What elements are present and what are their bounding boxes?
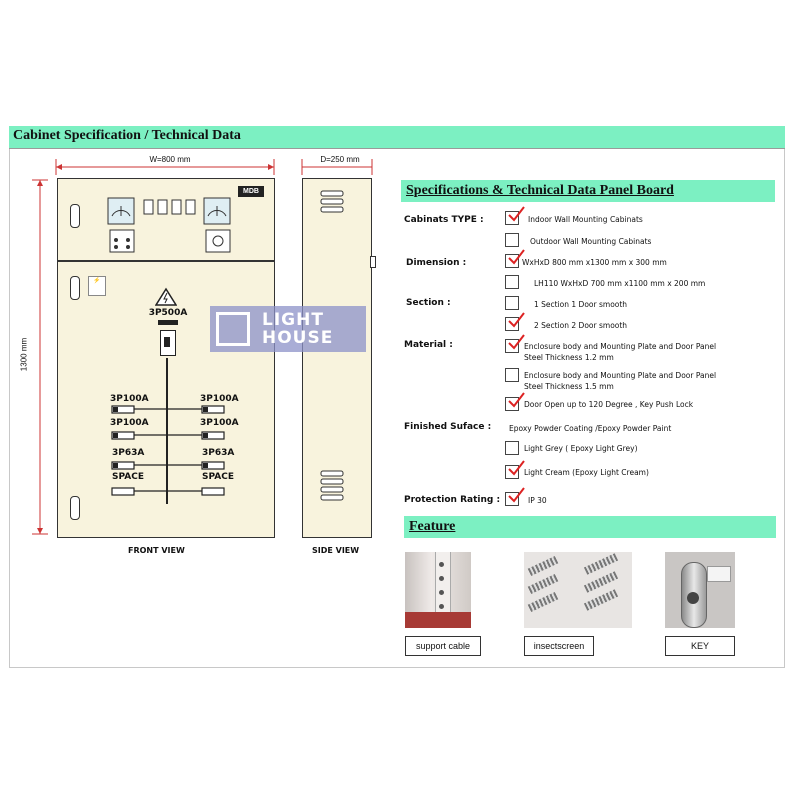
feature-title: Feature (409, 519, 456, 534)
material-label: Material : (404, 340, 453, 350)
option-outdoor: Outdoor Wall Mounting Cabinats (530, 237, 652, 246)
width-dimension-line (55, 159, 275, 175)
check-mark-icon (508, 206, 525, 222)
option-door: Door Open up to 120 Degree , Key Push Lo… (524, 400, 694, 409)
option-protection: IP 30 (528, 496, 547, 505)
breaker-label-right: 3P100A (200, 394, 239, 404)
option-finish2: Light Cream (Epoxy Light Cream) (524, 468, 649, 477)
door-lock-icon (70, 204, 80, 228)
option-material2-line2: Steel Thickness 1.5 mm (524, 382, 614, 391)
door-lock-icon (70, 496, 80, 520)
meter-cluster (107, 197, 231, 253)
checkbox-section1[interactable] (505, 296, 519, 310)
caption-key: KEY (665, 636, 735, 656)
feature-title-bar: Feature (404, 516, 776, 538)
main-breaker-icon (160, 330, 176, 356)
option-section1: 1 Section 1 Door smooth (534, 300, 628, 309)
breaker-label-left: 3P63A (112, 448, 145, 458)
high-voltage-icon (155, 287, 177, 306)
breaker-label-right: 3P100A (200, 418, 239, 428)
support-cable-photo (405, 552, 471, 628)
option-section2: 2 Section 2 Door smooth (534, 321, 628, 330)
page-title: Cabinet Specification / Technical Data (13, 128, 241, 143)
dimension-label: Dimension : (406, 258, 467, 268)
header-bar: Cabinet Specification / Technical Data (9, 126, 785, 149)
door-lock-icon (70, 276, 80, 300)
width-label: W=800 mm (140, 155, 200, 164)
watermark-line2: HOUSE (262, 328, 334, 348)
mdb-tag: MDB (238, 186, 264, 197)
logo-mark-icon (216, 312, 250, 346)
check-mark-icon (508, 334, 525, 350)
vent-louver-icon (320, 470, 344, 501)
finish-description: Epoxy Powder Coating /Epoxy Powder Paint (509, 424, 672, 433)
checkbox-finish1[interactable] (505, 441, 519, 455)
option-material1-line1: Enclosure body and Mounting Plate and Do… (524, 342, 717, 351)
breaker-label-left: SPACE (112, 472, 144, 482)
hinge-icon (370, 256, 376, 268)
watermark-line1: LIGHT (262, 310, 324, 330)
specs-title-bar: Specifications & Technical Data Panel Bo… (401, 180, 775, 202)
front-view-caption: FRONT VIEW (128, 546, 185, 555)
option-indoor: Indoor Wall Mounting Cabinats (528, 215, 643, 224)
breaker-label-left: 3P100A (110, 418, 149, 428)
check-mark-icon (508, 249, 525, 265)
check-mark-icon (508, 487, 525, 503)
main-breaker-label: 3P500A (148, 308, 188, 318)
check-mark-icon (508, 312, 525, 328)
checkbox-outdoor[interactable] (505, 233, 519, 247)
watermark-logo: LIGHT HOUSE (210, 306, 366, 352)
section-label: Section : (406, 298, 451, 308)
caption-support-cable: support cable (405, 636, 481, 656)
check-mark-icon (508, 392, 525, 408)
checkbox-material2[interactable] (505, 368, 519, 382)
finish-label: Finished Suface : (404, 422, 492, 432)
door-divider (57, 260, 275, 262)
option-material2-line1: Enclosure body and Mounting Plate and Do… (524, 371, 717, 380)
cabinet-type-label: Cabinats TYPE : (404, 215, 484, 225)
cabinet-side (302, 178, 372, 538)
side-view-caption: SIDE VIEW (312, 546, 360, 555)
option-finish1: Light Grey ( Epoxy Light Grey) (524, 444, 638, 453)
protection-label: Protection Rating : (404, 495, 501, 505)
key-lock-photo (665, 552, 735, 628)
depth-label: D=250 mm (318, 155, 362, 164)
breaker-label-left: 3P100A (110, 394, 149, 404)
checkbox-dim2[interactable] (505, 275, 519, 289)
breaker-nameplate (158, 320, 178, 325)
option-material1-line2: Steel Thickness 1.2 mm (524, 353, 614, 362)
insect-screen-photo (524, 552, 632, 628)
height-label: 1300 mm (19, 324, 29, 385)
vent-louver-icon (320, 190, 344, 213)
caption-insectscreen: insectscreen (524, 636, 594, 656)
depth-dimension-line (301, 159, 373, 175)
check-mark-icon (508, 460, 525, 476)
specs-title: Specifications & Technical Data Panel Bo… (406, 183, 674, 198)
breaker-label-right: SPACE (202, 472, 234, 482)
height-dimension-line (32, 179, 48, 535)
option-dim2: LH110 WxHxD 700 mm x1100 mm x 200 mm (534, 279, 706, 288)
warning-label-icon: ⚡ (88, 276, 106, 296)
branch-breaker-diagram (111, 405, 225, 496)
busbar (166, 358, 168, 504)
option-dim1: WxHxD 800 mm x1300 mm x 300 mm (522, 258, 667, 267)
breaker-label-right: 3P63A (202, 448, 235, 458)
